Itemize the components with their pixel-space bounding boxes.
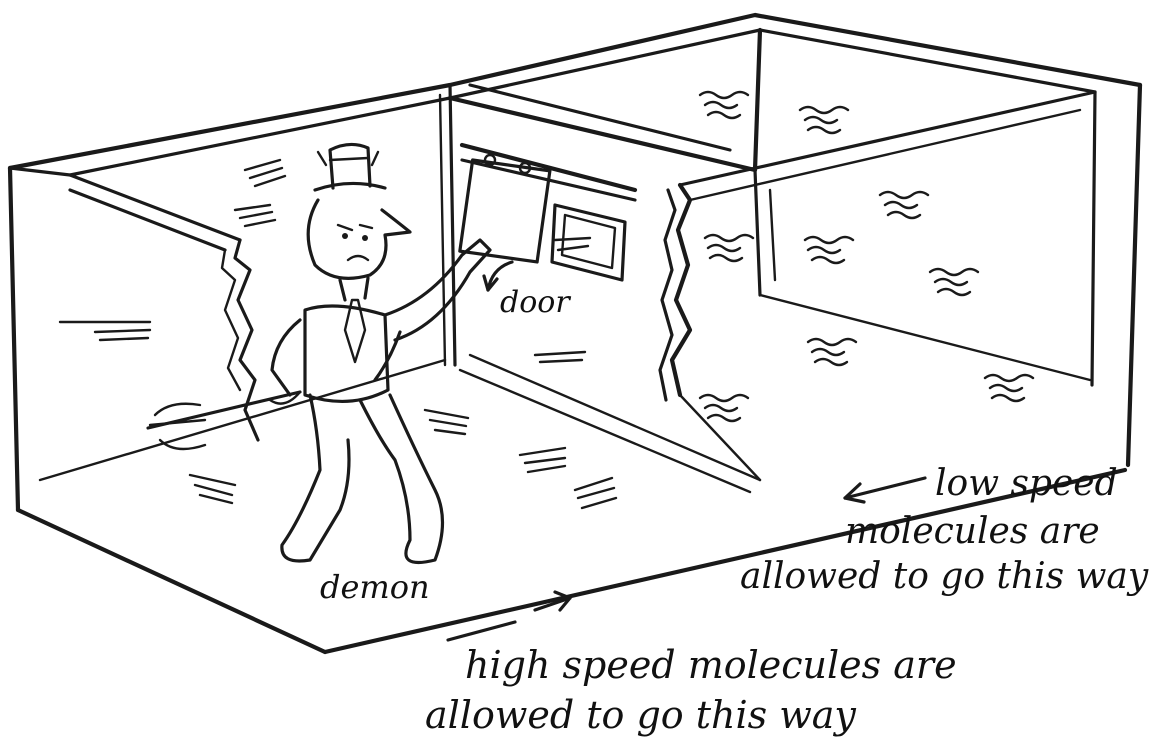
door [460,145,635,280]
slow-molecules [700,92,1033,421]
door-label: door [500,285,571,320]
high-speed-label-line1: high speed molecules are [465,643,957,687]
partition-wall [450,30,1095,492]
demon-label: demon [320,568,430,606]
high-speed-label-line2: allowed to go this way [425,693,856,737]
low-speed-label-line1: low speed [935,463,1118,504]
high-speed-arrow [448,622,515,640]
demon-figure [148,144,490,562]
low-speed-label-line3: allowed to go this way [740,556,1149,597]
low-speed-label-line2: molecules are [845,511,1100,552]
fast-molecules [60,160,616,508]
